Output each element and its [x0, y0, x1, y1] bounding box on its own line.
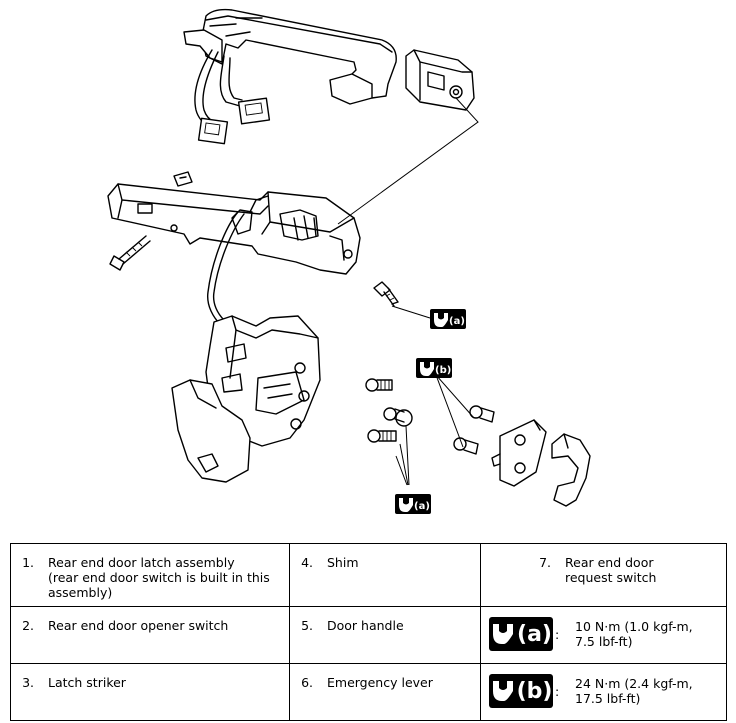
screw-latch-1 [365, 378, 393, 392]
latch-assembly-part [171, 315, 321, 483]
legend-label-4: Shim [327, 555, 359, 570]
torque-badge-a-letter: (a) [517, 621, 552, 647]
legend-cell-torque-b: (b) : 24 N·m (2.4 kgf-m, 17.5 lbf-ft) [480, 663, 727, 721]
legend-cell-1: 1. Rear end door latch assembly (rear end… [10, 543, 290, 607]
screw-latch-3 [367, 429, 397, 443]
legend-num-6: 6. [301, 675, 313, 690]
torque-badge-b: (b) [416, 358, 452, 378]
legend-num-4: 4. [301, 555, 313, 570]
legend-cell-4: 4. Shim [289, 543, 481, 607]
shim-part [551, 433, 591, 507]
legend-cell-torque-a: (a) : 10 N·m (1.0 kgf-m, 7.5 lbf-ft) [480, 606, 727, 664]
torque-a-value: 10 N·m (1.0 kgf-m, 7.5 lbf-ft) [575, 619, 693, 649]
torque-b-colon: : [555, 684, 560, 699]
legend-label-1: Rear end door latch assembly (rear end d… [48, 555, 270, 600]
parts-legend-table: 1. Rear end door latch assembly (rear end… [10, 543, 727, 721]
legend-cell-7: 7. Rear end door request switch [480, 543, 727, 607]
legend-num-7: 7. [539, 555, 551, 570]
screw-striker-1 [469, 405, 495, 423]
emergency-lever-part [405, 49, 475, 111]
legend-label-3: Latch striker [48, 675, 126, 690]
legend-cell-6: 6. Emergency lever [289, 663, 481, 721]
screw-striker-2 [453, 437, 479, 455]
legend-num-5: 5. [301, 618, 313, 633]
torque-badge-a: (a) [489, 617, 553, 651]
screw-left [109, 235, 151, 271]
legend-cell-2: 2. Rear end door opener switch [10, 606, 290, 664]
badge-a-upper-label: (a) [449, 316, 465, 327]
torque-wrench-icon [493, 624, 514, 644]
torque-badge-a-upper: (a) [430, 309, 466, 329]
legend-label-7: Rear end door request switch [565, 555, 657, 585]
screw-latch-2 [383, 407, 413, 427]
legend-label-5: Door handle [327, 618, 404, 633]
legend-num-1: 1. [22, 555, 34, 570]
legend-label-6: Emergency lever [327, 675, 433, 690]
torque-badge-b-letter: (b) [516, 678, 553, 704]
legend-num-2: 2. [22, 618, 34, 633]
leader-lines [337, 97, 479, 486]
torque-a-colon: : [555, 627, 560, 642]
connecting-rod [206, 211, 239, 325]
legend-cell-5: 5. Door handle [289, 606, 481, 664]
door-handle-part [183, 8, 397, 105]
latch-striker-part [491, 419, 547, 487]
wire-harness [194, 49, 271, 145]
screw-a-upper [373, 281, 399, 307]
clip-part [173, 171, 193, 187]
exploded-parts-diagram: (a) (b) (a) [107, 8, 591, 514]
torque-b-value: 24 N·m (2.4 kgf-m, 17.5 lbf-ft) [575, 676, 693, 706]
legend-label-2: Rear end door opener switch [48, 618, 229, 633]
torque-badge-b-legend: (b) [489, 674, 553, 708]
legend-cell-3: 3. Latch striker [10, 663, 290, 721]
torque-badge-a-lower: (a) [395, 494, 431, 514]
badge-a-lower-label: (a) [414, 501, 430, 512]
badge-b-label: (b) [435, 365, 451, 376]
legend-num-3: 3. [22, 675, 34, 690]
torque-wrench-icon [492, 681, 513, 701]
